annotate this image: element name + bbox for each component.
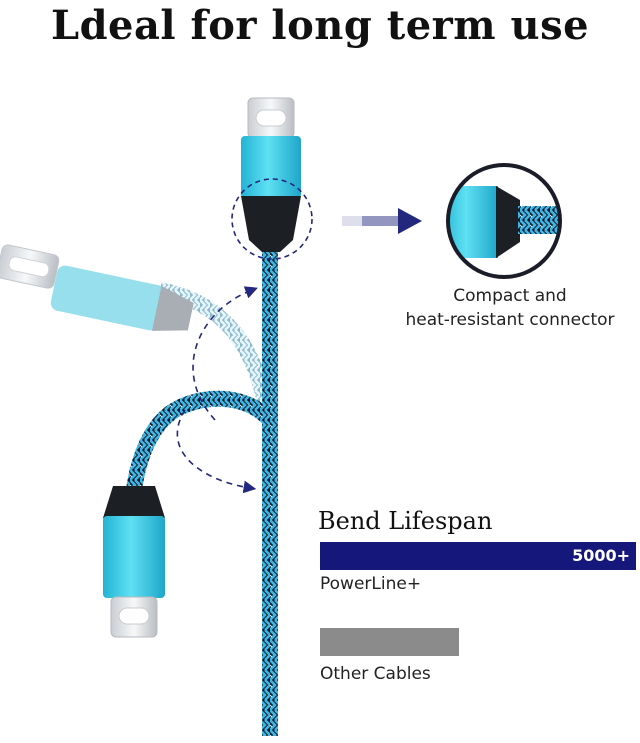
page-title: Ldeal for long term use	[50, 2, 590, 49]
zoom-arrow-icon	[342, 208, 422, 234]
bend-arrow-up	[192, 286, 258, 421]
joint-highlight-circle	[231, 178, 313, 260]
ghost-bent-cable	[0, 244, 276, 422]
bend-lifespan-title: Bend Lifespan	[318, 507, 493, 535]
powerline-bar-value: 5000+	[572, 546, 630, 565]
connector-zoom-inset	[446, 163, 562, 279]
bend-arrow-down	[176, 409, 257, 494]
callout-line-1: Compact and	[453, 286, 567, 306]
other-cables-bar	[320, 628, 459, 656]
bent-cable	[103, 390, 276, 638]
powerline-bar: 5000+	[320, 542, 636, 570]
powerline-bar-label: PowerLine+	[320, 574, 422, 594]
connector-callout: Compact and heat-resistant connector	[400, 284, 620, 332]
other-cables-bar-label: Other Cables	[320, 664, 431, 684]
callout-line-2: heat-resistant connector	[405, 310, 615, 330]
